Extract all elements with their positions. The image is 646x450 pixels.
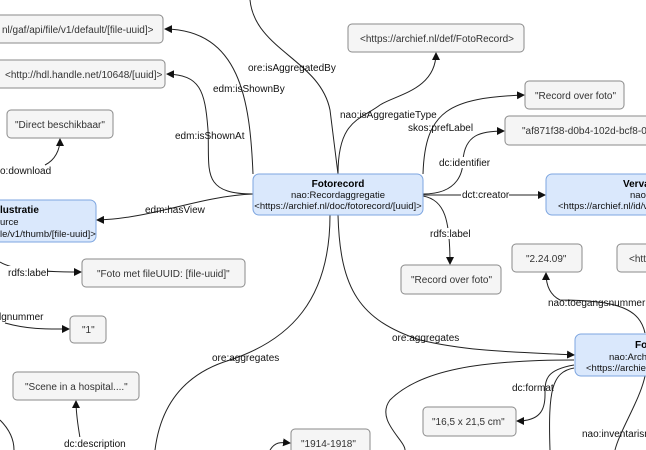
edge-volgnummer — [4, 322, 70, 334]
node-type: nao:Archi — [609, 352, 646, 363]
edge-label-is-aggregatie-type: nao:isAggregatieType — [340, 110, 437, 121]
node-volgnummer-value[interactable]: "1" — [69, 315, 107, 344]
node-label: "16,5 x 21,5 cm" — [432, 417, 505, 428]
edge-has-view — [96, 193, 254, 224]
node-type: nao:Recordaggregatie — [291, 190, 385, 201]
node-fotorecord-type[interactable]: <https://archief.nl/def/FotoRecord> — [347, 23, 525, 53]
edge-label-rdfs-label-foto: rdfs:label — [8, 268, 49, 279]
edge-left-bottom — [0, 419, 15, 450]
edge-toegangsnummer — [542, 272, 646, 334]
node-label: <http://hdl.handle.net/10648/[uuid]> — [5, 70, 163, 81]
node-label: "af871f38-d0b4-102d-bcf8-00 — [522, 126, 646, 137]
node-label: "2.24.09" — [526, 254, 567, 265]
node-label: "Record over foto" — [411, 275, 492, 286]
node-record-over-foto-1[interactable]: "Record over foto" — [524, 80, 625, 110]
edge-aggregates-right — [337, 214, 575, 359]
edge-is-aggregated-by — [249, 0, 339, 175]
node-record-over-foto-2[interactable]: "Record over foto" — [400, 264, 502, 295]
node-title: Verva — [623, 179, 646, 190]
node-foto-archief[interactable]: Fo nao:Archi <https://archief.n — [574, 333, 646, 377]
edge-label-identifier: dc:identifier — [439, 158, 491, 169]
node-scene[interactable]: "Scene in a hospital...." — [12, 371, 140, 401]
edge-labels: ore:isAggregatedBy edm:isShownBy edm:isS… — [0, 63, 646, 450]
edge-label-description: dc:description — [64, 439, 126, 450]
node-type: urce — [0, 217, 18, 228]
node-file-default[interactable]: nl/gaf/api/file/v1/default/[file-uuid]> — [0, 14, 164, 44]
edge-is-shown-at — [166, 70, 254, 195]
edge-label-creator: dct:creator — [462, 190, 510, 201]
node-toegang[interactable]: "2.24.09" — [511, 243, 583, 273]
edge-label-pref-label: skos:prefLabel — [408, 123, 473, 134]
edge-label-format: dc:format — [512, 383, 554, 394]
edge-label-is-shown-at: edm:isShownAt — [175, 131, 245, 142]
node-label: "1914-1918" — [301, 439, 356, 450]
edge-aggregates-in — [385, 359, 575, 450]
node-uri: le/v1/thumb/[file-uuid]> — [0, 229, 96, 240]
node-label: "Foto met fileUUID: [file-uuid]" — [97, 269, 230, 280]
edge-label-has-view: edm:hasView — [145, 205, 206, 216]
node-format[interactable]: "16,5 x 21,5 cm" — [422, 406, 517, 437]
node-direct-beschikbaar[interactable]: "Direct beschikbaar" — [6, 109, 114, 139]
node-label: nl/gaf/api/file/v1/default/[file-uuid]> — [2, 25, 154, 36]
edge-period — [269, 438, 291, 450]
edge-label-toegangsnummer: nao:toegangsnummer — [548, 298, 646, 309]
edge-bottom — [549, 367, 575, 450]
node-identifier[interactable]: "af871f38-d0b4-102d-bcf8-00 — [504, 115, 646, 146]
node-title: Fotorecord — [312, 179, 365, 190]
node-label: "1" — [82, 325, 95, 336]
node-illustratie[interactable]: lustratie urce le/v1/thumb/[file-uuid]> — [0, 199, 97, 243]
edge-label-volgnummer: lgnummer — [0, 312, 44, 323]
node-uri: <https://archief.nl/id/ver — [558, 201, 646, 212]
edge-format — [516, 364, 575, 425]
node-uri: <https://archief.n — [586, 363, 646, 374]
edge-label-aggregates-right: ore:aggregates — [392, 333, 459, 344]
edge-inventarisnummer — [614, 375, 646, 450]
node-label: "Scene in a hospital...." — [25, 382, 128, 393]
edge-download — [44, 138, 64, 166]
edge-label-inventarisnummer: nao:inventarisn — [582, 429, 646, 440]
node-http-partial[interactable]: <htt — [616, 243, 646, 273]
node-label: "Record over foto" — [535, 91, 616, 102]
edge-is-aggregatie-type — [337, 52, 440, 175]
node-label: "Direct beschikbaar" — [15, 120, 105, 131]
node-type: nao: — [630, 190, 646, 201]
node-foto-met-fileuuid[interactable]: "Foto met fileUUID: [file-uuid]" — [81, 258, 246, 288]
node-vervaardiger[interactable]: Verva nao: <https://archief.nl/id/ver — [545, 173, 646, 216]
edge-is-shown-by — [164, 25, 254, 175]
edge-label-is-shown-by: edm:isShownBy — [213, 84, 285, 95]
edge-label-download: o:download — [0, 166, 51, 177]
node-label: <htt — [629, 254, 646, 265]
edge-pref-label — [422, 91, 525, 175]
node-label: <https://archief.nl/def/FotoRecord> — [360, 34, 514, 45]
node-fotorecord[interactable]: Fotorecord nao:Recordaggregatie <https:/… — [252, 173, 424, 216]
edge-rdfs-label-record — [422, 195, 454, 265]
edge-label-rdfs-label-record: rdfs:label — [430, 229, 471, 240]
edge-label-aggregates-left: ore:aggregates — [212, 353, 279, 364]
node-title: Fo — [635, 340, 646, 351]
edge-label-is-aggregated-by: ore:isAggregatedBy — [248, 63, 336, 74]
node-uri: <https://archief.nl/doc/fotorecord/[uuid… — [254, 201, 422, 212]
node-title: lustratie — [0, 205, 39, 216]
edge-aggregates-left — [154, 214, 331, 450]
edge-description — [72, 400, 81, 439]
node-handle[interactable]: <http://hdl.handle.net/10648/[uuid]> — [0, 59, 166, 89]
node-period[interactable]: "1914-1918" — [290, 428, 371, 450]
